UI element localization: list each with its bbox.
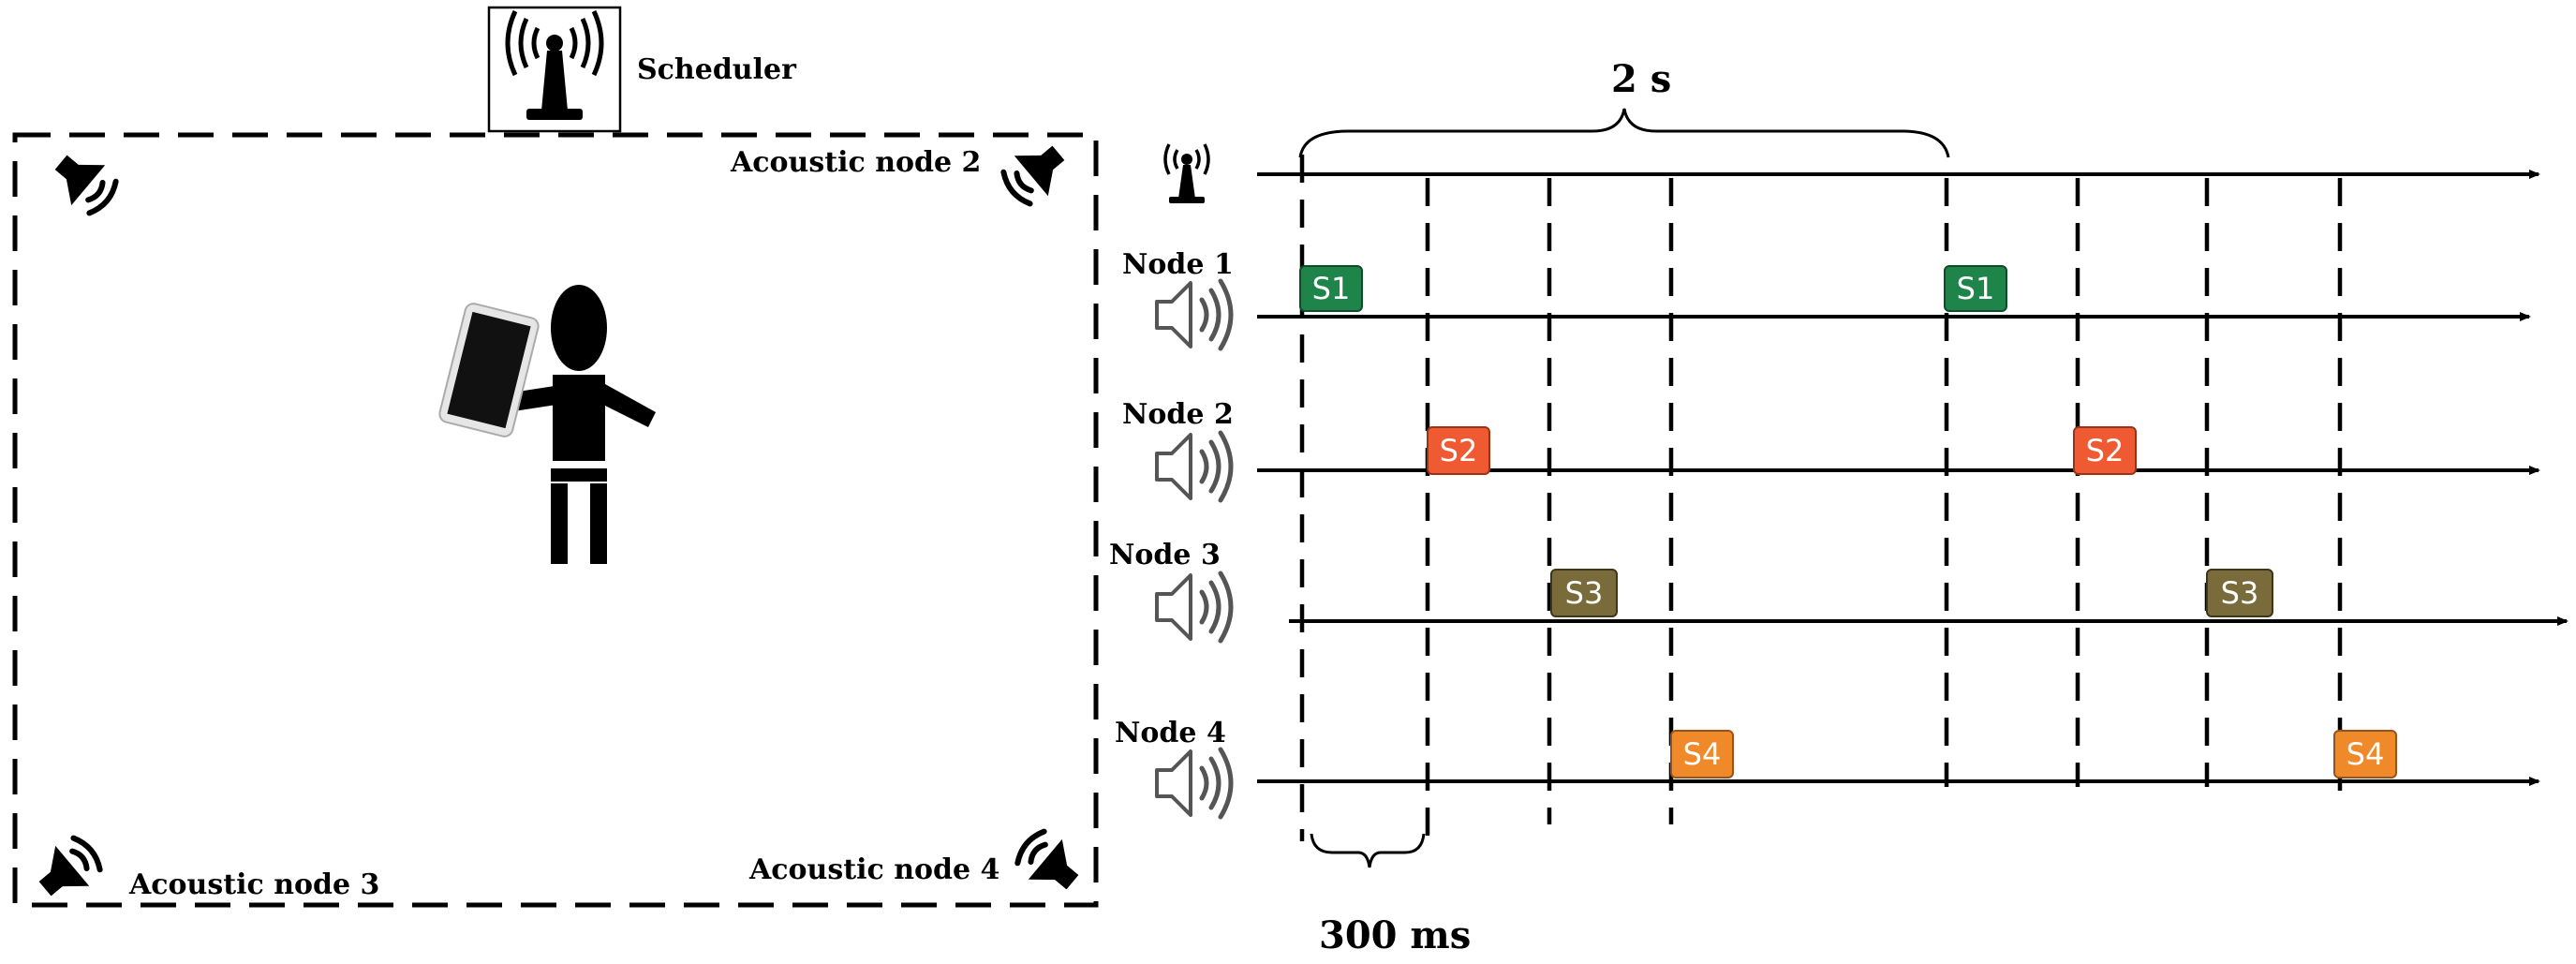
timeline-row-node-3: Node 3: [1109, 539, 2569, 641]
acoustic-node-2-label: Acoustic node 2: [730, 146, 981, 179]
acoustic-node-4-speaker-icon: [1010, 823, 1089, 902]
slot-s1-first: S1: [1299, 265, 1363, 312]
node-2-speaker-icon: [1157, 433, 1231, 500]
slot-brace: [1310, 833, 1426, 868]
slot-s4-label: S4: [2347, 736, 2385, 772]
node-3-label: Node 3: [1109, 539, 1221, 571]
node-1-label: Node 1: [1122, 248, 1234, 281]
timeline-row-node-4: Node 4: [1115, 717, 2540, 817]
acoustic-node-3-speaker-icon: [28, 830, 108, 909]
slot-s3-label: S3: [1565, 575, 1604, 611]
slot-s4-second: S4: [2333, 730, 2397, 779]
slot-s3-label: S3: [2221, 575, 2259, 611]
slot-s2-label: S2: [2086, 433, 2124, 468]
node-3-speaker-icon: [1157, 573, 1231, 641]
node-4-label: Node 4: [1115, 717, 1226, 749]
node-2-label: Node 2: [1122, 398, 1234, 431]
scheduler: Scheduler: [487, 6, 797, 133]
slot-duration-label: 300 ms: [1319, 913, 1471, 957]
timeline: 2 s Node 1 Node 2 Node 3 Node 4: [1109, 57, 2569, 957]
slot-s1-label: S1: [1957, 271, 1995, 306]
slot-s2-second: S2: [2073, 426, 2137, 475]
timeline-antenna-icon: [1163, 143, 1210, 203]
node-4-speaker-icon: [1157, 749, 1231, 817]
acoustic-node-2-speaker-icon: [996, 133, 1075, 212]
slot-s1-label: S1: [1312, 271, 1351, 306]
node-1-speaker-icon: [1157, 281, 1231, 349]
slot-s2-label: S2: [1440, 433, 1478, 468]
scheduler-label: Scheduler: [637, 53, 797, 86]
slot-s3-second: S3: [2206, 569, 2273, 617]
slot-s2-first: S2: [1427, 426, 1490, 475]
period-label: 2 s: [1611, 57, 1671, 101]
scheduler-antenna-icon: [505, 9, 604, 120]
acoustic-node-3-label: Acoustic node 3: [128, 868, 379, 901]
slot-s4-first: S4: [1670, 730, 1734, 779]
timeline-row-node-2: Node 2: [1122, 398, 2540, 500]
slot-boundaries: [1299, 155, 2343, 841]
smartphone-icon: [438, 303, 540, 438]
slot-s3-first: S3: [1550, 569, 1618, 617]
timeline-row-node-1: Node 1: [1122, 248, 2531, 349]
period-brace: [1298, 108, 1950, 158]
acoustic-node-4-label: Acoustic node 4: [748, 853, 999, 886]
acoustic-node-1-speaker-icon: [44, 142, 124, 221]
slot-s1-second: S1: [1944, 265, 2007, 312]
room-boundary: [12, 132, 1099, 908]
slot-s4-label: S4: [1683, 736, 1722, 772]
